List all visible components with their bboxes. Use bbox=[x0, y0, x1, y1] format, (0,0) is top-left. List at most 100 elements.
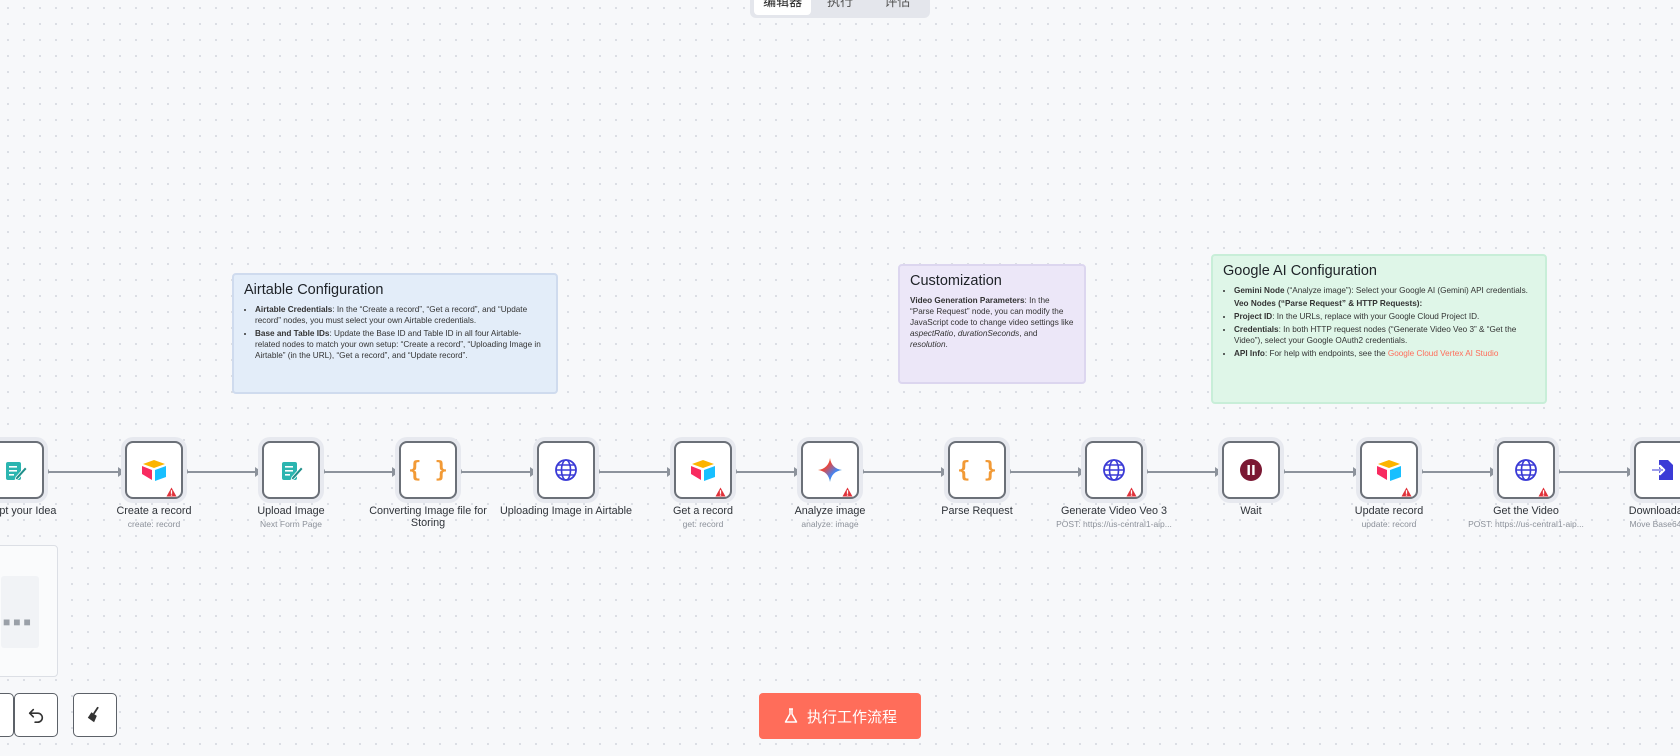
view-tabs: 编辑器 执行 评估 bbox=[750, 0, 930, 18]
node-subtitle: Next Form Page bbox=[260, 519, 322, 529]
flask-icon bbox=[784, 708, 798, 723]
workflow-node[interactable] bbox=[125, 441, 183, 499]
node-subtitle: POST: https://us-central1-aip... bbox=[1056, 519, 1172, 529]
workflow-node[interactable] bbox=[262, 441, 320, 499]
undo-icon bbox=[28, 708, 44, 724]
connection-line[interactable] bbox=[1143, 471, 1216, 473]
output-handle[interactable] bbox=[1413, 467, 1423, 476]
node-subtitle: get: record bbox=[682, 519, 724, 529]
output-handle[interactable] bbox=[1550, 467, 1560, 476]
partial-toolbar-button[interactable] bbox=[0, 693, 14, 737]
sticky-bullet: Gemini Node (“Analyze image”): Select yo… bbox=[1234, 285, 1535, 296]
sticky-customization[interactable]: Customization Video Generation Parameter… bbox=[898, 264, 1086, 384]
workflow-node[interactable] bbox=[0, 441, 44, 499]
workflow-node[interactable] bbox=[1360, 441, 1418, 499]
sticky-text: Video Generation Parameters: In the “Par… bbox=[910, 296, 1074, 349]
connection-line[interactable] bbox=[732, 471, 795, 473]
sticky-bullet: API Info: For help with endpoints, see t… bbox=[1234, 348, 1535, 359]
workflow-node[interactable] bbox=[674, 441, 732, 499]
node-label: Update record bbox=[1354, 505, 1424, 517]
connection-line[interactable] bbox=[1006, 471, 1079, 473]
airtable-icon bbox=[1375, 457, 1403, 483]
workflow-node[interactable] bbox=[801, 441, 859, 499]
sticky-bullet: Veo Nodes (“Parse Request” & HTTP Reques… bbox=[1234, 299, 1423, 308]
node-label: Uploading Image in Airtable bbox=[499, 505, 633, 517]
connection-arrow bbox=[255, 467, 262, 477]
warning-icon bbox=[842, 484, 853, 497]
workflow-node[interactable] bbox=[1222, 441, 1280, 499]
tab-editor[interactable]: 编辑器 bbox=[754, 0, 812, 15]
connection-arrow bbox=[1353, 467, 1360, 477]
node-label: Get a record bbox=[672, 505, 733, 517]
output-handle[interactable] bbox=[727, 467, 737, 476]
vertex-ai-studio-link[interactable]: Google Cloud Vertex AI Studio bbox=[1387, 349, 1499, 358]
airtable-icon bbox=[689, 457, 717, 483]
connection-arrow bbox=[794, 467, 801, 477]
output-handle[interactable] bbox=[1275, 467, 1285, 476]
node-preview-panel: ■■■ bbox=[0, 545, 58, 677]
warning-icon bbox=[1538, 484, 1549, 497]
clear-canvas-button[interactable] bbox=[73, 693, 117, 737]
broom-icon bbox=[87, 706, 99, 723]
workflow-node[interactable] bbox=[1085, 441, 1143, 499]
workflow-node[interactable] bbox=[1497, 441, 1555, 499]
connection-line[interactable] bbox=[320, 471, 393, 473]
code-icon: { } bbox=[408, 457, 448, 483]
node-subtitle: analyze: image bbox=[801, 519, 859, 529]
connection-line[interactable] bbox=[183, 471, 256, 473]
warning-icon bbox=[1126, 484, 1137, 497]
workflow-node[interactable] bbox=[1634, 441, 1680, 499]
sticky-title: Airtable Configuration bbox=[244, 282, 384, 298]
undo-button[interactable] bbox=[14, 693, 58, 737]
workflow-node[interactable] bbox=[537, 441, 595, 499]
workflow-node[interactable]: { } bbox=[399, 441, 457, 499]
code-icon: { } bbox=[957, 457, 997, 483]
connection-arrow bbox=[530, 467, 537, 477]
airtable-icon bbox=[140, 457, 168, 483]
node-label: Create a record bbox=[116, 505, 192, 517]
pause-icon bbox=[1238, 457, 1264, 483]
connection-line[interactable] bbox=[595, 471, 668, 473]
connection-arrow bbox=[941, 467, 948, 477]
node-label: Analyze image bbox=[794, 505, 866, 517]
sticky-airtable-config[interactable]: Airtable Configuration Airtable Credenti… bbox=[232, 273, 558, 394]
sticky-title: Google AI Configuration bbox=[1223, 263, 1377, 279]
tab-evaluations[interactable]: 评估 bbox=[884, 0, 911, 9]
connection-line[interactable] bbox=[1555, 471, 1628, 473]
connection-line[interactable] bbox=[859, 471, 942, 473]
output-handle[interactable] bbox=[1138, 467, 1148, 476]
sticky-bullet: Project ID: In the URLs, replace with yo… bbox=[1234, 311, 1535, 322]
output-handle[interactable] bbox=[39, 467, 49, 476]
workflow-node[interactable]: { } bbox=[948, 441, 1006, 499]
connection-arrow bbox=[667, 467, 674, 477]
connection-line[interactable] bbox=[1280, 471, 1354, 473]
connection-line[interactable] bbox=[44, 471, 119, 473]
connection-arrow bbox=[1627, 467, 1634, 477]
execute-workflow-button[interactable]: 执行工作流程 bbox=[759, 693, 921, 739]
connection-arrow bbox=[1078, 467, 1085, 477]
output-handle[interactable] bbox=[1001, 467, 1011, 476]
output-handle[interactable] bbox=[452, 467, 462, 476]
execute-workflow-label: 执行工作流程 bbox=[806, 708, 897, 726]
warning-icon bbox=[1401, 484, 1412, 497]
globe-icon bbox=[1513, 457, 1539, 483]
node-label: Parse Request bbox=[941, 505, 1013, 517]
node-label: Converting Image file for Storing bbox=[369, 505, 487, 529]
connection-arrow bbox=[118, 467, 125, 477]
output-handle[interactable] bbox=[178, 467, 188, 476]
output-handle[interactable] bbox=[854, 467, 864, 476]
output-handle[interactable] bbox=[315, 467, 325, 476]
sticky-title: Customization bbox=[910, 273, 1002, 289]
gemini-icon bbox=[817, 457, 843, 483]
more-icon: ■■■ bbox=[3, 615, 34, 629]
file-arrow-icon bbox=[1650, 457, 1676, 483]
node-label: Generate Video Veo 3 bbox=[1060, 505, 1168, 517]
node-label: Wait bbox=[1240, 505, 1262, 517]
sticky-bullet: Credentials: In both HTTP request nodes … bbox=[1234, 324, 1535, 346]
connection-line[interactable] bbox=[457, 471, 531, 473]
output-handle[interactable] bbox=[590, 467, 600, 476]
connection-arrow bbox=[1215, 467, 1222, 477]
connection-line[interactable] bbox=[1418, 471, 1491, 473]
sticky-google-ai-config[interactable]: Google AI Configuration Gemini Node (“An… bbox=[1211, 254, 1547, 404]
tab-executions[interactable]: 执行 bbox=[826, 0, 853, 9]
